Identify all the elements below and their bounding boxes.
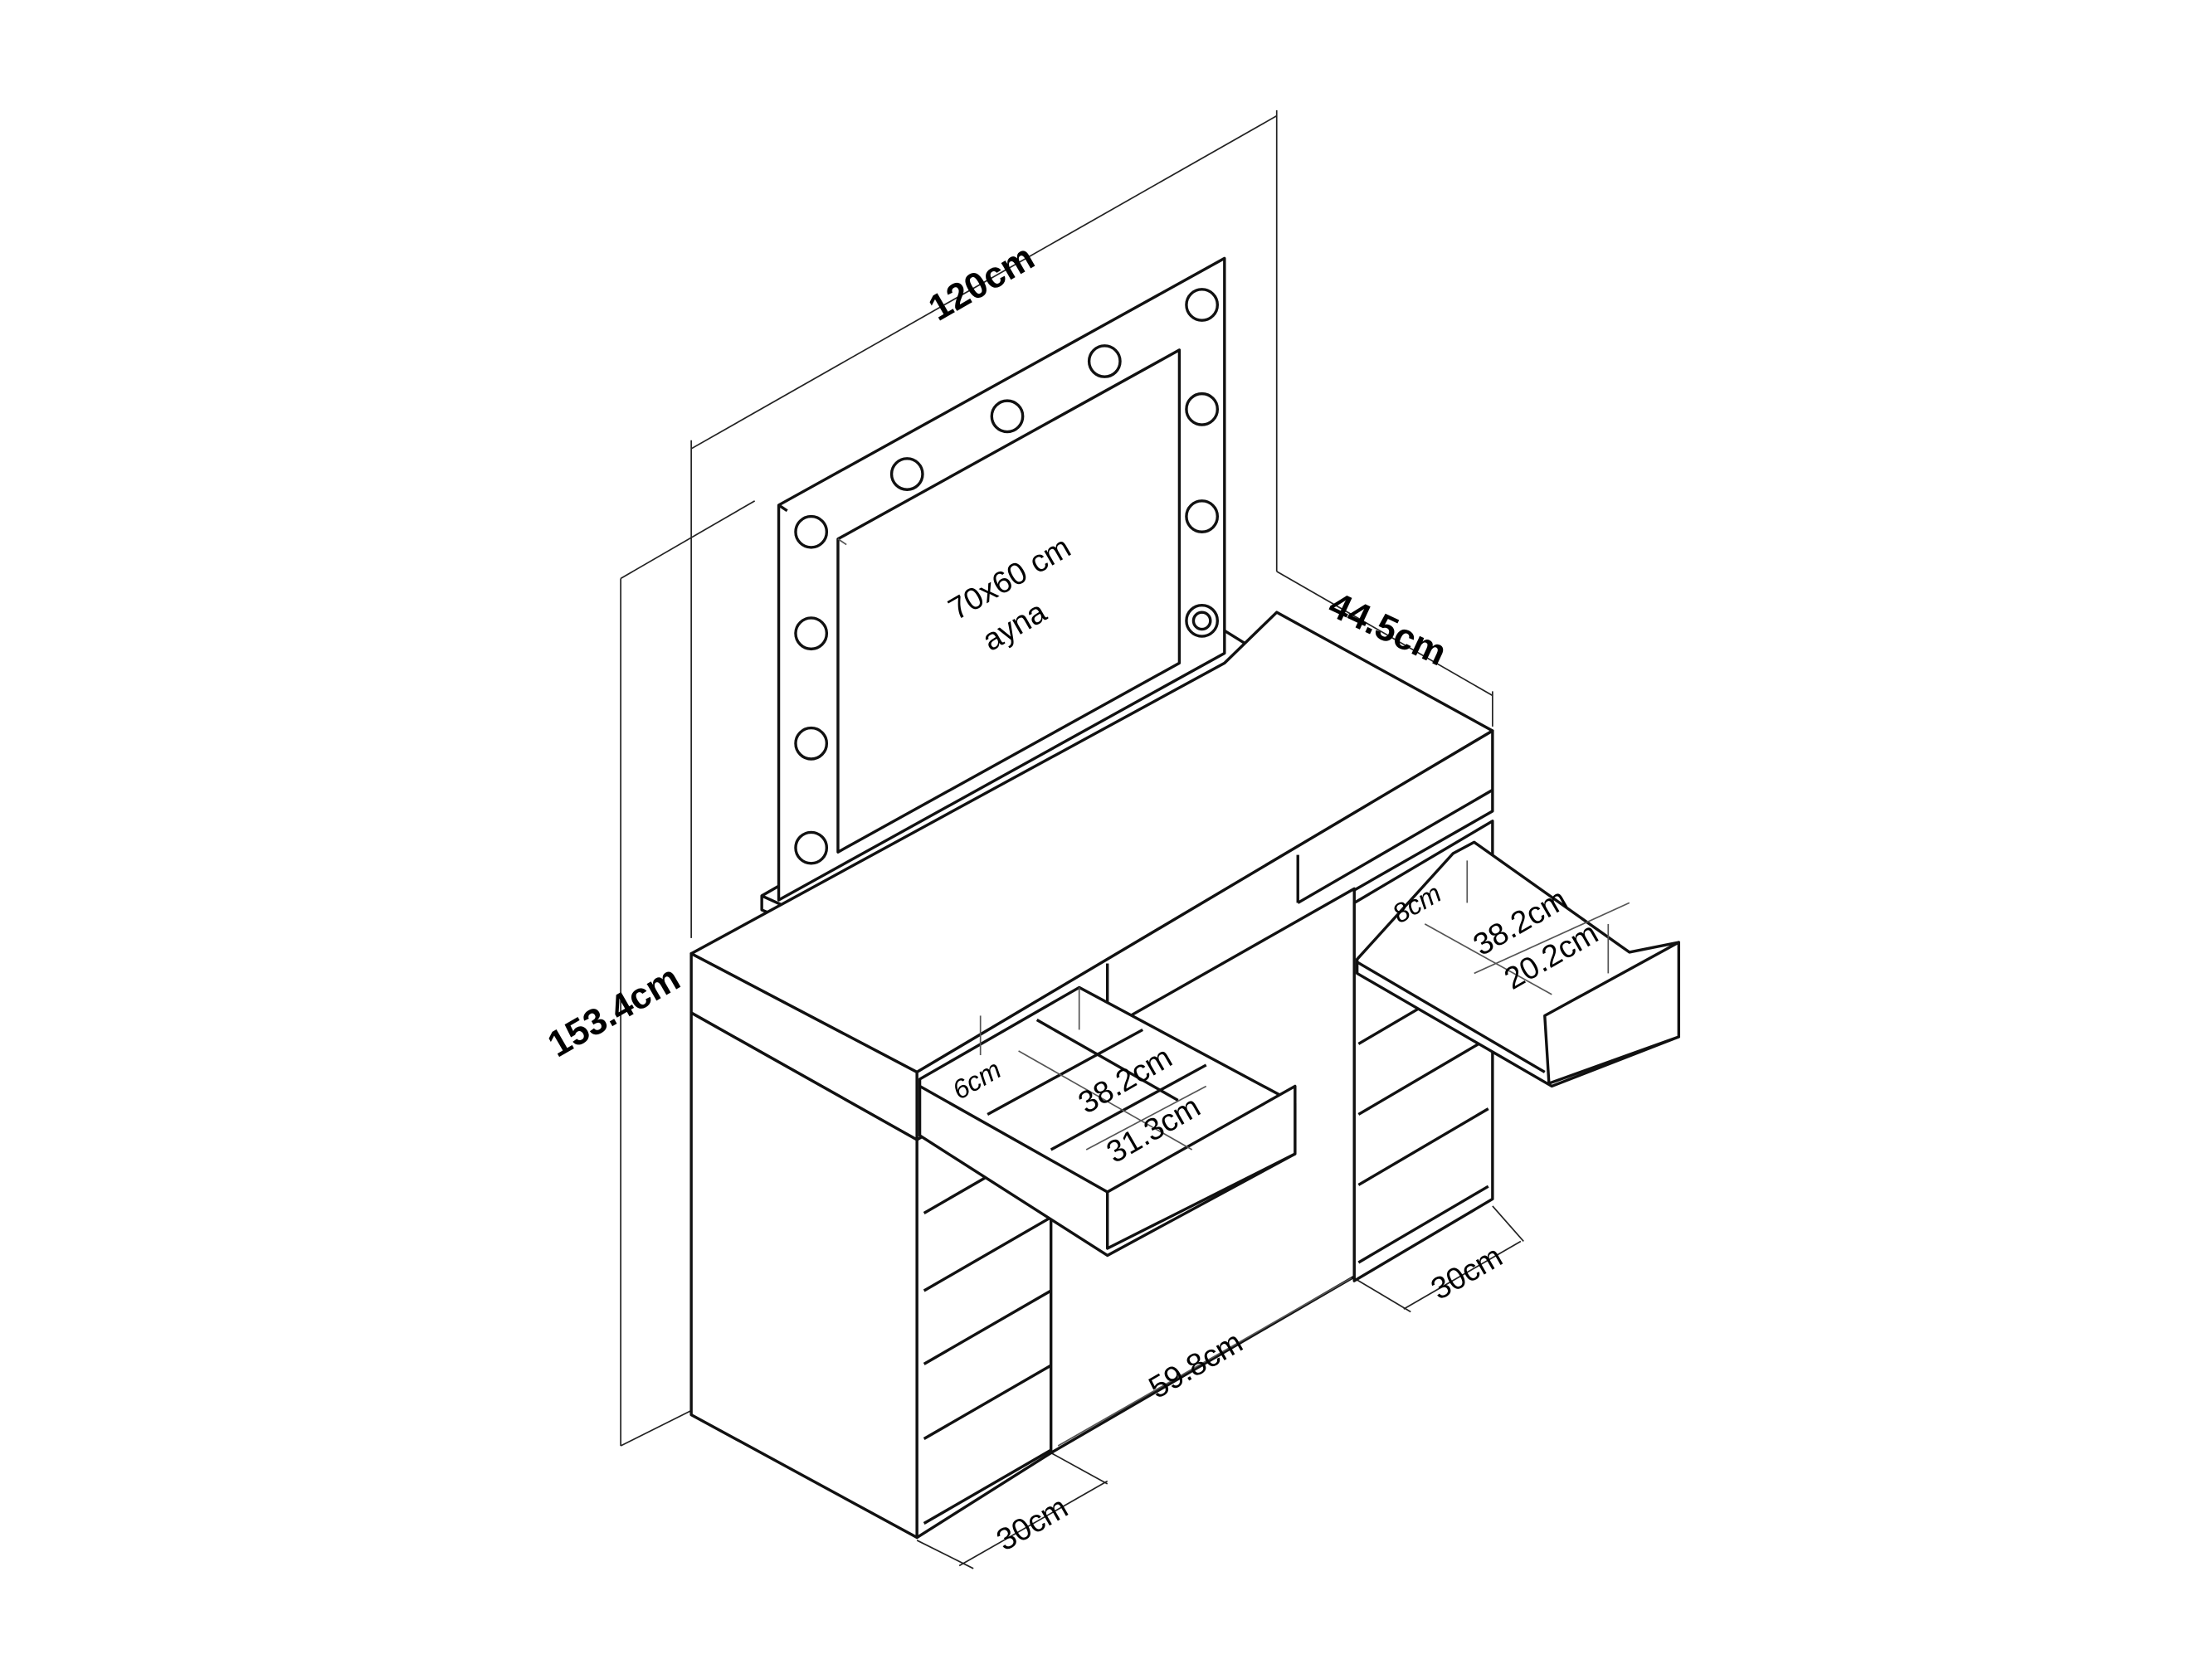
bulb-icon bbox=[794, 830, 829, 865]
bulb-icon bbox=[1087, 344, 1122, 378]
center-drawer bbox=[918, 985, 1297, 1258]
bulb-icon bbox=[1185, 499, 1220, 533]
bulb-icon bbox=[1191, 611, 1212, 631]
mirror-bulbs bbox=[794, 288, 1220, 865]
right-drawer bbox=[1355, 840, 1681, 1088]
bulb-icon bbox=[794, 726, 829, 761]
height-label: 153.4cm bbox=[541, 957, 687, 1065]
bulb-icon bbox=[1185, 288, 1220, 322]
bulb-icon bbox=[990, 399, 1025, 434]
width-label: 120cm bbox=[922, 236, 1041, 328]
bulb-icon bbox=[1185, 392, 1220, 426]
mirror-frame bbox=[777, 256, 1226, 902]
bulb-icon bbox=[794, 616, 829, 651]
right-pedestal-width-label: 30cm bbox=[1425, 1238, 1508, 1306]
mirror-glass bbox=[836, 348, 1182, 854]
left-pedestal-width-label: 30cm bbox=[991, 1489, 1074, 1557]
bulb-icon bbox=[889, 457, 924, 491]
bulb-icon bbox=[794, 514, 829, 549]
